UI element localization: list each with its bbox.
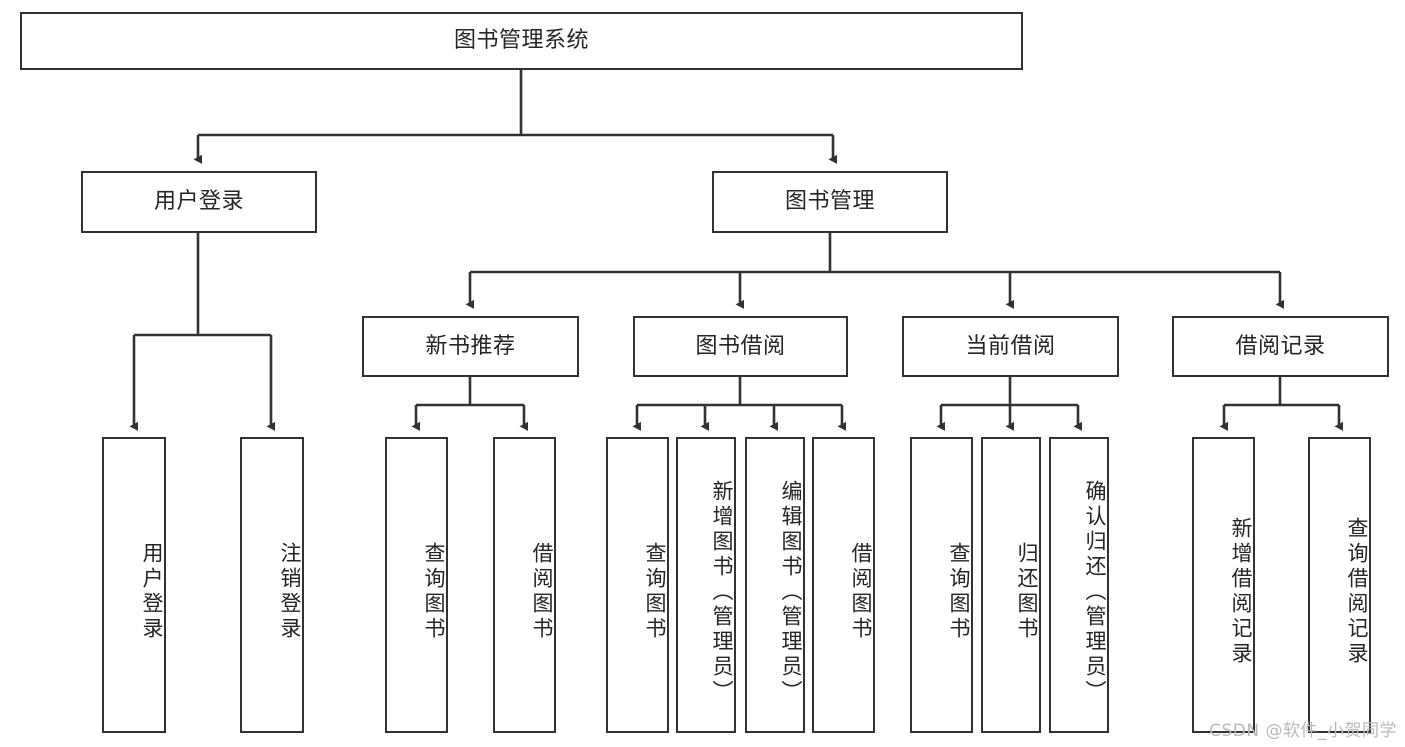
leaf-return-book[interactable]: 归还图书 (981, 437, 1041, 733)
leaf-query-borrow-record[interactable]: 查询借阅记录 (1308, 437, 1371, 733)
node-book-manage[interactable]: 图书管理 (712, 171, 948, 233)
leaf-user-login[interactable]: 用户登录 (102, 437, 166, 733)
node-current-borrow[interactable]: 当前借阅 (902, 316, 1119, 377)
node-label: 注销登录 (278, 542, 302, 642)
node-book-borrow[interactable]: 图书借阅 (633, 316, 848, 377)
watermark: CSDN @软件_小贺同学 (1209, 721, 1397, 741)
node-label: 新书推荐 (425, 333, 516, 359)
leaf-borrow-book[interactable]: 借阅图书 (812, 437, 875, 733)
node-label: 借阅记录 (1235, 333, 1326, 359)
node-label: 查询借阅记录 (1345, 517, 1369, 667)
leaf-add-book-admin[interactable]: 新增图书（管理员） (676, 437, 736, 733)
leaf-edit-book-admin[interactable]: 编辑图书（管理员） (745, 437, 805, 733)
node-label: 借阅图书 (530, 542, 554, 642)
node-label: 当前借阅 (965, 333, 1056, 359)
node-user-login[interactable]: 用户登录 (81, 171, 317, 233)
node-new-book-recommend[interactable]: 新书推荐 (362, 316, 579, 377)
leaf-query-book-borrow[interactable]: 查询图书 (606, 437, 669, 733)
node-label: 编辑图书（管理员） (779, 479, 803, 705)
leaf-logout[interactable]: 注销登录 (240, 437, 304, 733)
node-label: 归还图书 (1015, 542, 1039, 642)
leaf-add-borrow-record[interactable]: 新增借阅记录 (1192, 437, 1255, 733)
node-label: 图书管理 (784, 189, 875, 215)
node-label: 用户登录 (140, 542, 164, 642)
node-label: 新增借阅记录 (1229, 517, 1253, 667)
leaf-confirm-return-admin[interactable]: 确认归还（管理员） (1049, 437, 1109, 733)
node-label: 用户登录 (153, 189, 244, 215)
node-label: 借阅图书 (849, 542, 873, 642)
leaf-query-book-recommend[interactable]: 查询图书 (385, 437, 448, 733)
node-label: 查询图书 (643, 542, 667, 642)
node-label: 新增图书（管理员） (710, 479, 734, 705)
leaf-query-book-current[interactable]: 查询图书 (910, 437, 973, 733)
node-label: 图书借阅 (695, 333, 786, 359)
node-label: 查询图书 (422, 542, 446, 642)
node-borrow-record[interactable]: 借阅记录 (1172, 316, 1389, 377)
node-label: 查询图书 (947, 542, 971, 642)
node-label: 图书管理系统 (453, 28, 589, 54)
node-label: 确认归还（管理员） (1083, 479, 1107, 705)
node-root-system[interactable]: 图书管理系统 (20, 12, 1023, 70)
leaf-borrow-book-recommend[interactable]: 借阅图书 (493, 437, 556, 733)
